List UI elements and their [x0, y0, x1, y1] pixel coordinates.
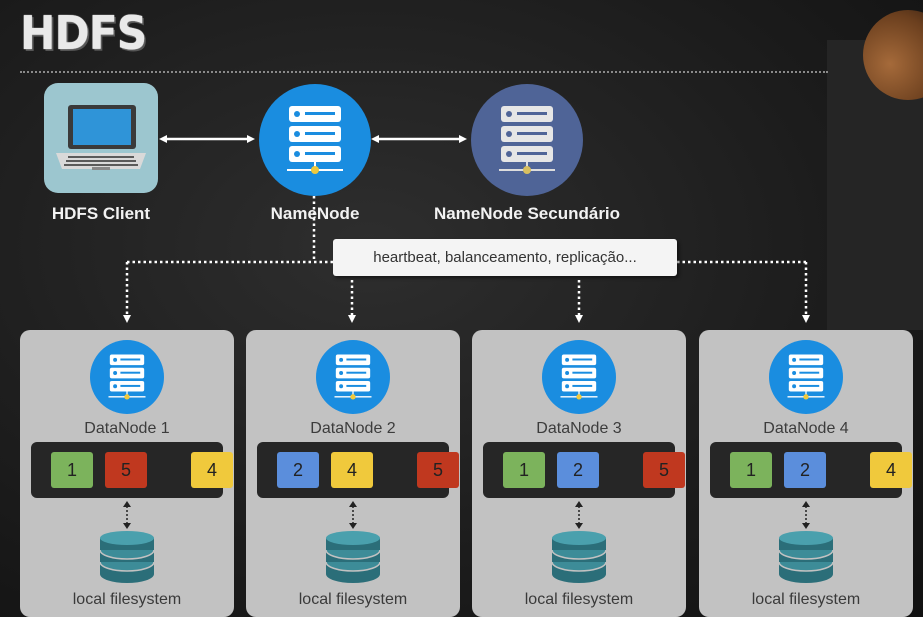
database-icon — [777, 530, 835, 586]
double-arrow-icon — [799, 500, 813, 530]
data-block: 5 — [643, 452, 685, 488]
data-block: 2 — [557, 452, 599, 488]
server-icon — [316, 340, 390, 414]
secondary-namenode-label: NameNode Secundário — [433, 204, 621, 223]
datanode-title: DataNode 2 — [310, 420, 396, 437]
namenode-node — [259, 84, 371, 196]
data-block: 2 — [784, 452, 826, 488]
database-icon — [550, 530, 608, 586]
page-title: HDFS — [20, 6, 147, 60]
laptop-icon — [56, 105, 146, 170]
data-block: 5 — [417, 452, 459, 488]
database-icon — [98, 530, 156, 586]
filesystem-label: local filesystem — [751, 591, 861, 608]
filesystem-label: local filesystem — [72, 591, 182, 608]
data-block: 2 — [277, 452, 319, 488]
data-block: 5 — [105, 452, 147, 488]
datanode-title: DataNode 4 — [763, 420, 849, 437]
double-arrow-icon — [120, 500, 134, 530]
title-divider — [20, 71, 828, 73]
corner-panel — [827, 10, 923, 330]
secondary-namenode-node — [471, 84, 583, 196]
filesystem-label: local filesystem — [524, 591, 634, 608]
database-icon — [324, 530, 382, 586]
double-arrow-icon — [346, 500, 360, 530]
datanode-title: DataNode 1 — [84, 420, 170, 437]
data-block: 4 — [191, 452, 233, 488]
double-arrow-icon — [572, 500, 586, 530]
heartbeat-note: heartbeat, balanceamento, replicação... — [333, 239, 677, 276]
data-block: 1 — [730, 452, 772, 488]
datanode-title: DataNode 3 — [536, 420, 622, 437]
namenode-label: NameNode — [270, 204, 360, 223]
server-icon — [90, 340, 164, 414]
data-block: 1 — [51, 452, 93, 488]
server-icon — [287, 106, 343, 174]
server-icon — [542, 340, 616, 414]
hdfs-client-node — [44, 83, 158, 193]
filesystem-label: local filesystem — [298, 591, 408, 608]
server-icon — [499, 106, 555, 174]
heartbeat-lines — [123, 196, 810, 323]
data-block: 1 — [503, 452, 545, 488]
data-block: 4 — [870, 452, 912, 488]
data-block: 4 — [331, 452, 373, 488]
server-icon — [769, 340, 843, 414]
hdfs-client-label: HDFS Client — [51, 204, 151, 223]
